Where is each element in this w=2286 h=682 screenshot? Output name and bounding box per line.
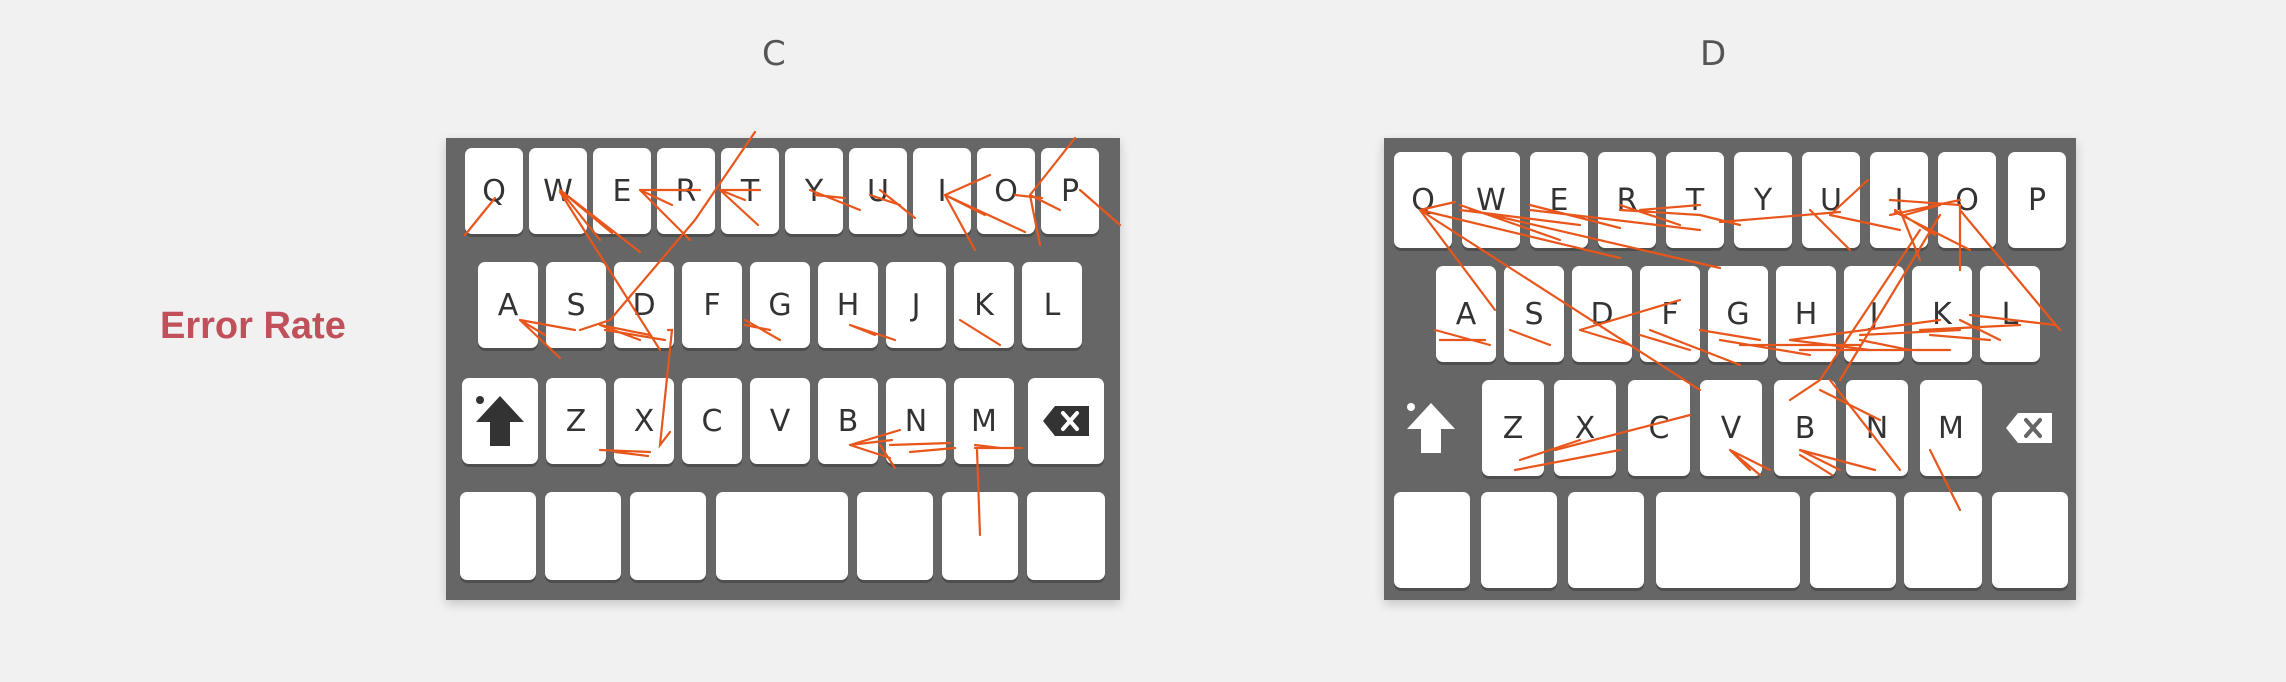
key-t[interactable]: T — [1666, 152, 1724, 248]
key-m[interactable]: M — [1920, 380, 1982, 476]
shift-icon — [1407, 403, 1455, 453]
key-x[interactable]: X — [614, 378, 674, 464]
key-w[interactable]: W — [1462, 152, 1520, 248]
panel-label-d: D — [1700, 34, 1727, 74]
key-s[interactable]: S — [546, 262, 606, 348]
key-h[interactable]: H — [818, 262, 878, 348]
key-o[interactable]: O — [1938, 152, 1996, 248]
key-o[interactable]: O — [977, 148, 1035, 234]
key-k[interactable]: K — [1912, 266, 1972, 362]
bottom-key-6[interactable] — [1904, 492, 1982, 588]
bottom-key-3[interactable] — [630, 492, 706, 580]
bottom-key-7[interactable] — [1027, 492, 1105, 580]
backspace-icon — [1043, 406, 1089, 436]
bottom-key-3[interactable] — [1568, 492, 1644, 588]
key-j[interactable]: J — [886, 262, 946, 348]
bottom-key-1[interactable] — [460, 492, 536, 580]
key-z[interactable]: Z — [546, 378, 606, 464]
bottom-key-2[interactable] — [545, 492, 621, 580]
key-y[interactable]: Y — [1734, 152, 1792, 248]
key-r[interactable]: R — [657, 148, 715, 234]
key-v[interactable]: V — [750, 378, 810, 464]
bottom-key-5[interactable] — [1810, 492, 1896, 588]
key-z[interactable]: Z — [1482, 380, 1544, 476]
shift-key[interactable] — [462, 378, 538, 464]
bottom-key-1[interactable] — [1394, 492, 1470, 588]
backspace-key[interactable] — [1992, 380, 2066, 476]
key-v[interactable]: V — [1700, 380, 1762, 476]
backspace-key[interactable] — [1028, 378, 1104, 464]
key-h[interactable]: H — [1776, 266, 1836, 362]
shift-key[interactable] — [1396, 380, 1466, 476]
key-s[interactable]: S — [1504, 266, 1564, 362]
key-c[interactable]: C — [1628, 380, 1690, 476]
keyboard-c: Q W E R T Y U I O P A S D F G H J K L Z … — [446, 138, 1120, 600]
key-g[interactable]: G — [1708, 266, 1768, 362]
key-j[interactable]: J — [1844, 266, 1904, 362]
key-m[interactable]: M — [954, 378, 1014, 464]
key-p[interactable]: P — [1041, 148, 1099, 234]
key-u[interactable]: U — [849, 148, 907, 234]
key-p[interactable]: P — [2008, 152, 2066, 248]
key-f[interactable]: F — [682, 262, 742, 348]
key-l[interactable]: L — [1980, 266, 2040, 362]
key-k[interactable]: K — [954, 262, 1014, 348]
key-t[interactable]: T — [721, 148, 779, 234]
shift-icon — [476, 396, 524, 446]
key-n[interactable]: N — [1846, 380, 1908, 476]
key-c[interactable]: C — [682, 378, 742, 464]
keyboard-d: Q W E R T Y U I O P A S D F G H J K L Z … — [1384, 138, 2076, 600]
row-label-error-rate: Error Rate — [160, 305, 346, 347]
key-i[interactable]: I — [913, 148, 971, 234]
key-i[interactable]: I — [1870, 152, 1928, 248]
key-e[interactable]: E — [593, 148, 651, 234]
panel-label-c: C — [762, 34, 786, 74]
key-a[interactable]: A — [478, 262, 538, 348]
key-l[interactable]: L — [1022, 262, 1082, 348]
key-d[interactable]: D — [1572, 266, 1632, 362]
bottom-key-2[interactable] — [1481, 492, 1557, 588]
bottom-key-7[interactable] — [1992, 492, 2068, 588]
key-q[interactable]: Q — [1394, 152, 1452, 248]
space-key[interactable] — [716, 492, 848, 580]
bottom-key-6[interactable] — [942, 492, 1018, 580]
space-key[interactable] — [1656, 492, 1800, 588]
key-b[interactable]: B — [1774, 380, 1836, 476]
key-e[interactable]: E — [1530, 152, 1588, 248]
key-a[interactable]: A — [1436, 266, 1496, 362]
key-u[interactable]: U — [1802, 152, 1860, 248]
key-d[interactable]: D — [614, 262, 674, 348]
key-g[interactable]: G — [750, 262, 810, 348]
key-r[interactable]: R — [1598, 152, 1656, 248]
backspace-icon — [2006, 413, 2052, 443]
key-n[interactable]: N — [886, 378, 946, 464]
bottom-key-5[interactable] — [857, 492, 933, 580]
key-w[interactable]: W — [529, 148, 587, 234]
key-x[interactable]: X — [1554, 380, 1616, 476]
key-y[interactable]: Y — [785, 148, 843, 234]
key-f[interactable]: F — [1640, 266, 1700, 362]
key-b[interactable]: B — [818, 378, 878, 464]
key-q[interactable]: Q — [465, 148, 523, 234]
